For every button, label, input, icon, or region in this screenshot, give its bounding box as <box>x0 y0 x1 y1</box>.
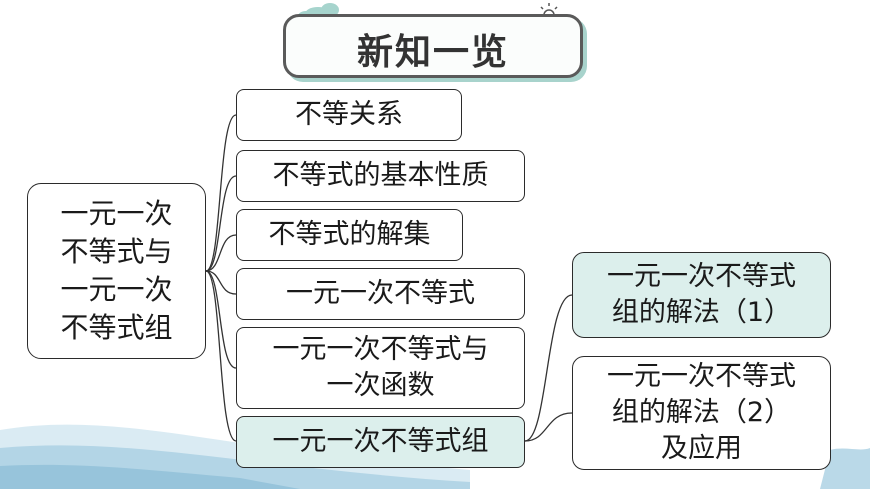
branch-node-2-label: 不等式的基本性质 <box>272 160 489 191</box>
sub-branch-node-2: 一元一次不等式 组的解法（2） 及应用 <box>572 356 831 470</box>
branch-node-3: 不等式的解集 <box>236 209 463 261</box>
title-banner: 新知一览 <box>283 14 583 78</box>
sub-branch-node-1-label: 一元一次不等式 组的解法（1） <box>607 261 796 328</box>
root-node-label: 一元一次 不等式与 一元一次 不等式组 <box>60 197 173 344</box>
branch-node-4-label: 一元一次不等式 <box>286 278 475 309</box>
sub-branch-node-1: 一元一次不等式 组的解法（1） <box>572 252 831 338</box>
branch-node-6-label: 一元一次不等式组 <box>272 426 489 457</box>
branch-node-1: 不等关系 <box>236 89 462 141</box>
branch-node-5: 一元一次不等式与 一次函数 <box>236 327 525 409</box>
branch-node-4: 一元一次不等式 <box>236 268 525 320</box>
page-title: 新知一览 <box>356 31 509 73</box>
branch-node-1-label: 不等关系 <box>295 99 403 130</box>
sub-branch-node-2-label: 一元一次不等式 组的解法（2） 及应用 <box>607 361 796 464</box>
branch-node-2: 不等式的基本性质 <box>236 150 525 202</box>
branch-node-6: 一元一次不等式组 <box>236 416 525 468</box>
branch-node-3-label: 不等式的解集 <box>268 219 431 250</box>
branch-node-5-label: 一元一次不等式与 一次函数 <box>272 334 489 401</box>
root-node: 一元一次 不等式与 一元一次 不等式组 <box>27 183 206 359</box>
